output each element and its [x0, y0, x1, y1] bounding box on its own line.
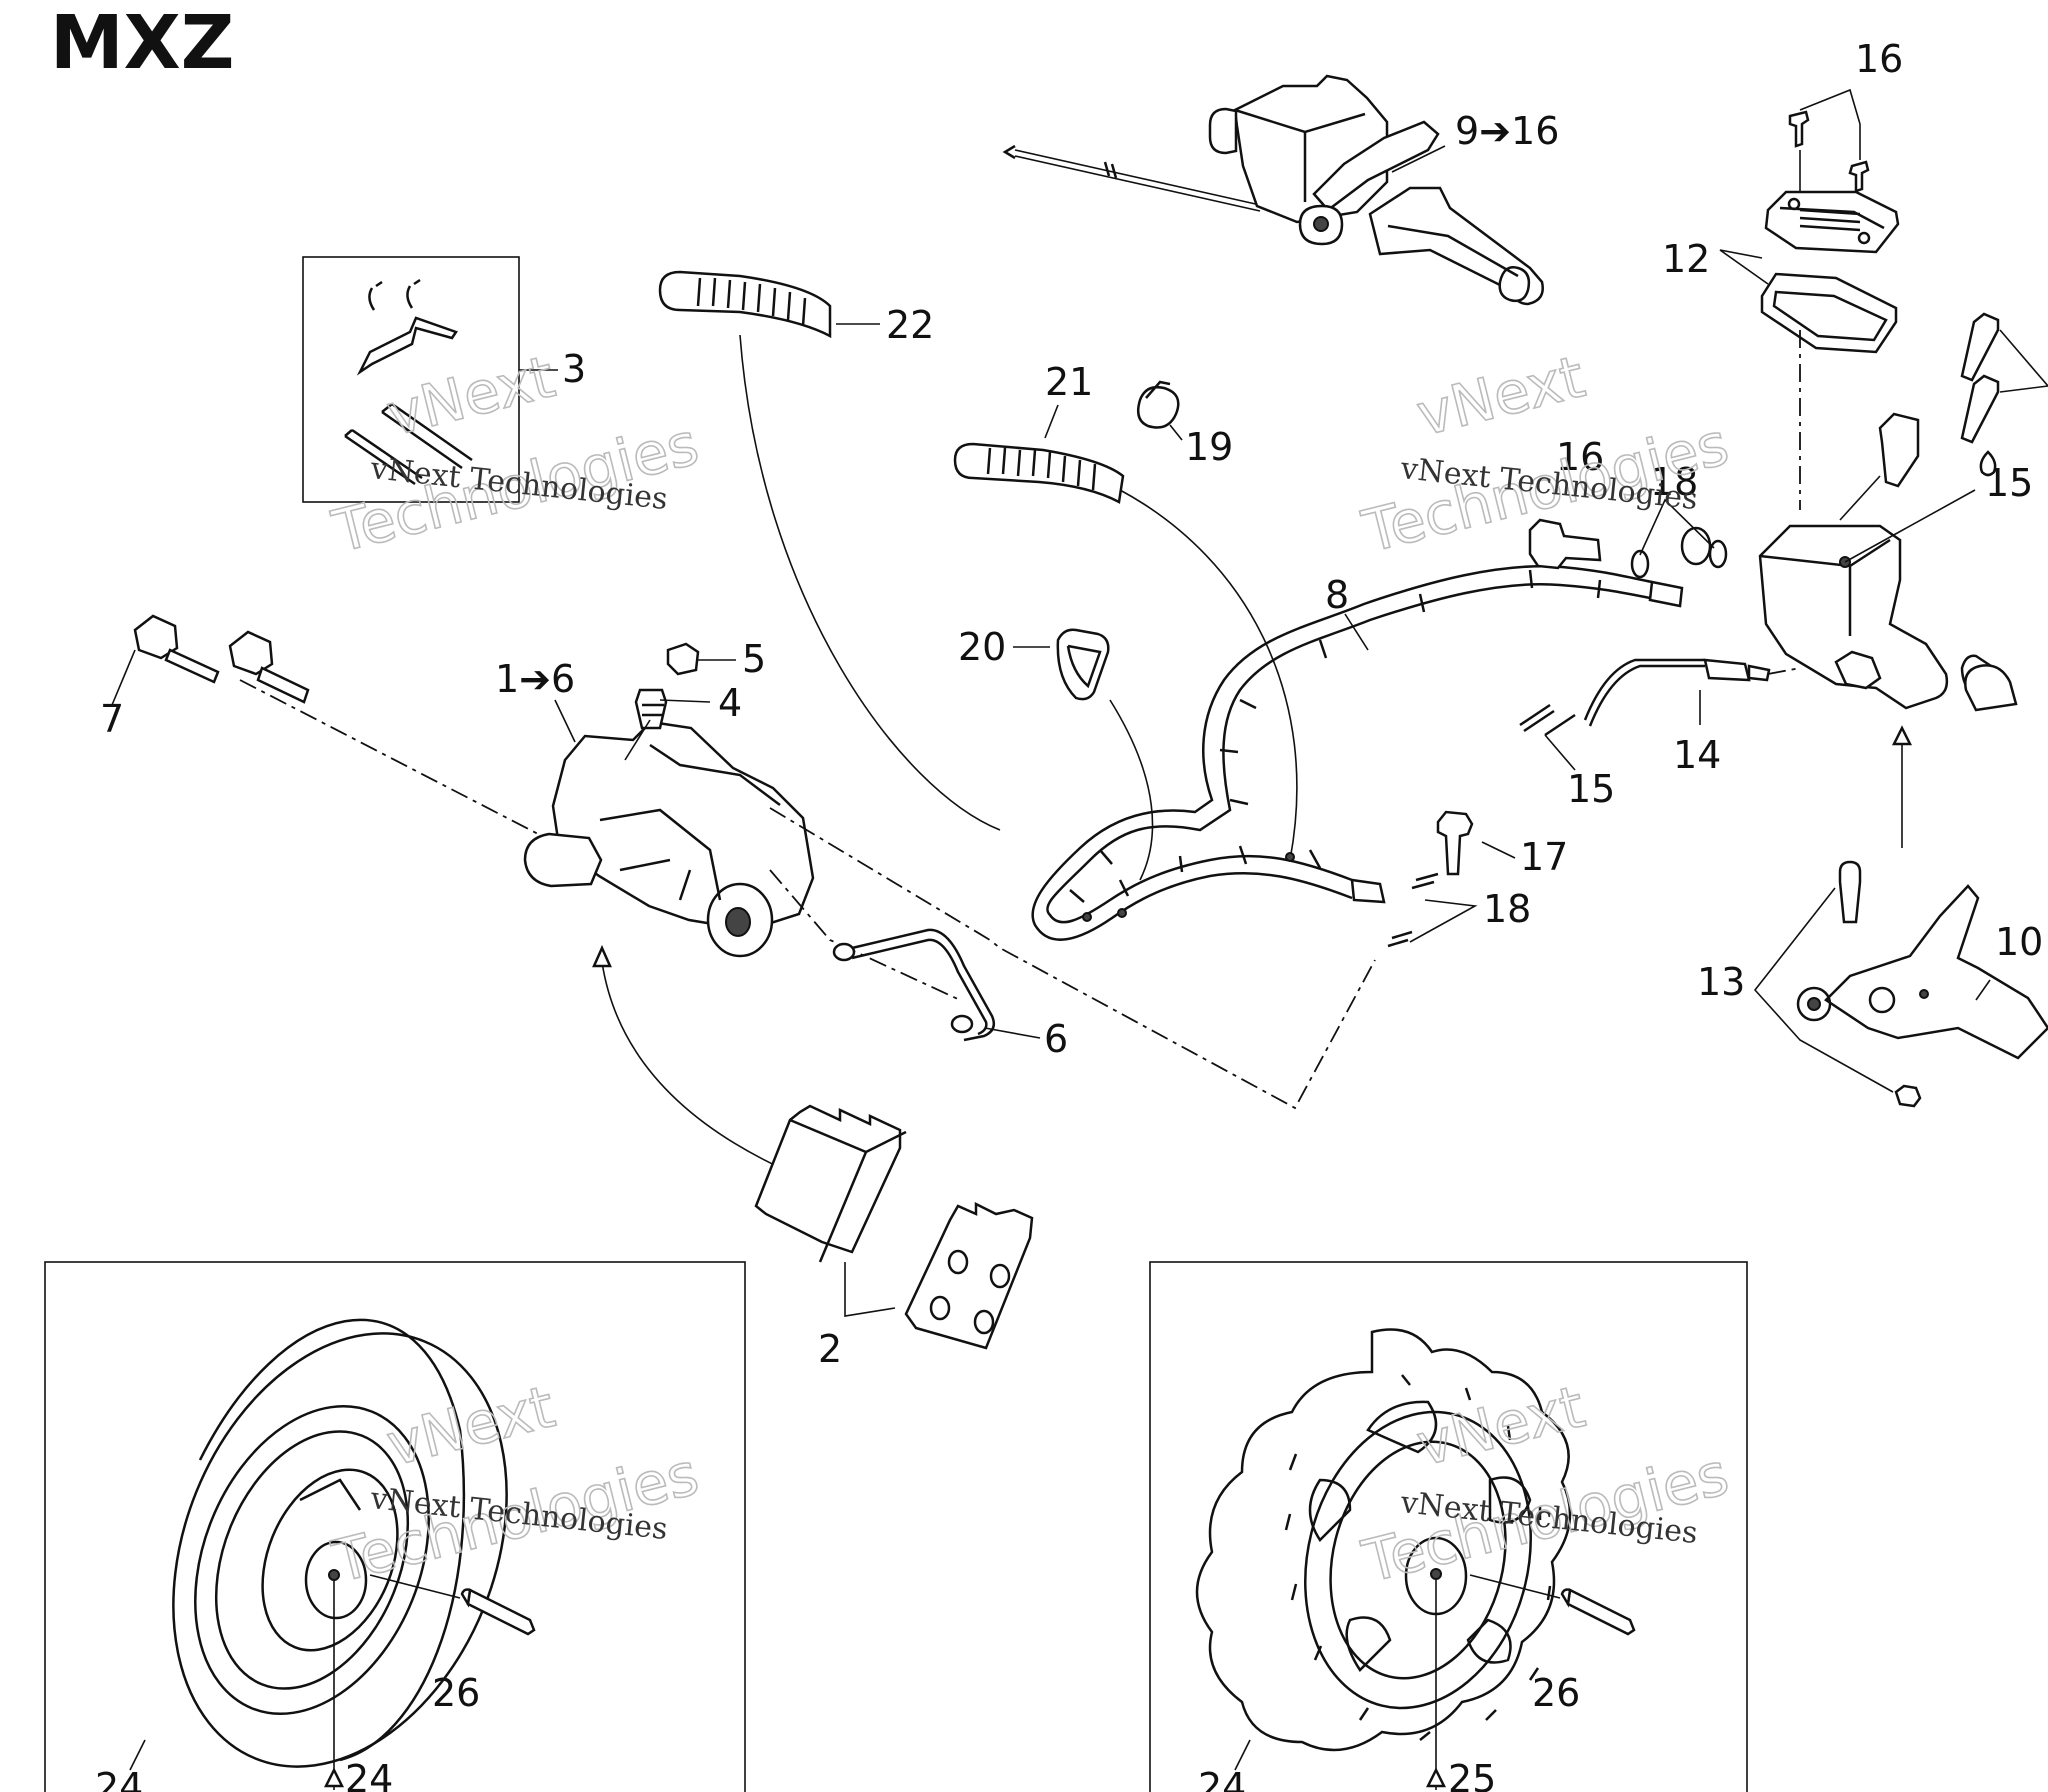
arrow-25-left — [323, 1767, 345, 1788]
pin-26-left — [460, 1588, 536, 1636]
brake-pad-left — [754, 1104, 907, 1263]
handlebar-clamp — [1878, 412, 1920, 488]
disc-box-left — [44, 1261, 746, 1792]
brake-hose-8 — [1031, 565, 1684, 941]
brake-caliper — [523, 720, 815, 958]
callout-7: 7 — [100, 697, 124, 741]
callout-18a: 16 — [1556, 435, 1604, 479]
protective-sleeve-21 — [953, 442, 1125, 504]
callout-9-16: 9➔16 — [1455, 109, 1559, 153]
callout-26b: 26 — [1532, 1671, 1580, 1715]
callout-20: 20 — [958, 625, 1006, 669]
watermark-left-top: vNext Technologies — [325, 342, 706, 567]
pivot-bolt-13 — [1838, 860, 1922, 1108]
protective-sleeve-22 — [658, 270, 832, 339]
brake-lever — [1796, 884, 2048, 1060]
clip-20 — [1056, 628, 1110, 701]
callout-22: 22 — [886, 303, 934, 347]
callout-23b: 18 — [1483, 887, 1531, 931]
banjo-bolt-lower — [1436, 810, 1474, 876]
disc-box-right — [1149, 1261, 1748, 1792]
watermark-left-bottom: vNext Technologies — [325, 1372, 706, 1597]
washer-23-lower — [1387, 872, 1439, 948]
hardware-kit-parts — [344, 278, 473, 486]
master-cylinder-body — [1758, 524, 2012, 710]
callout-14: 14 — [1673, 733, 1721, 777]
callout-8: 8 — [1325, 573, 1349, 617]
callout-23a: 18 — [1650, 460, 1698, 504]
svg-text:vNext: vNext — [380, 342, 561, 449]
brake-light-switch — [1583, 658, 1771, 727]
callout-15: 15 — [1567, 767, 1615, 811]
bolt-7 — [133, 614, 310, 704]
callout-24a: 24 — [95, 1765, 143, 1792]
bleeder-cap-5 — [666, 642, 700, 676]
callout-12: 12 — [1662, 237, 1710, 281]
callout-26a: 26 — [432, 1671, 480, 1715]
master-cylinder-assembly — [1002, 74, 1544, 306]
callout-25b: 25 — [1448, 1757, 1496, 1792]
reservoir-cover — [1764, 190, 1900, 254]
svg-text:vNext: vNext — [1410, 342, 1591, 449]
diagram-title: MXZ — [50, 0, 234, 86]
brake-pad-right — [904, 1201, 1034, 1350]
clamp-19 — [1137, 380, 1180, 429]
callout-13: 13 — [1697, 960, 1745, 1004]
callout-5: 5 — [742, 637, 766, 681]
bleeder-valve-4 — [634, 688, 668, 730]
svg-text:vNext: vNext — [380, 1372, 561, 1479]
fluid-drop-icon — [1979, 450, 1997, 477]
callout-3: 3 — [562, 347, 586, 391]
brake-disc-solid — [172, 1318, 508, 1768]
callout-4: 4 — [718, 681, 742, 725]
callout-24b: 24 — [1198, 1765, 1246, 1792]
pad-spring-6 — [832, 928, 995, 1042]
diaphragm — [1760, 272, 1898, 354]
screw-16 — [1788, 110, 1870, 193]
pin-26-right — [1560, 1588, 1636, 1636]
hardware-kit-box — [302, 256, 520, 503]
dust-boot — [1964, 664, 2018, 712]
callout-10: 10 — [1995, 920, 2043, 964]
callout-19: 19 — [1185, 425, 1233, 469]
banjo-bolt-upper — [1528, 518, 1602, 570]
watermark-right-bottom: vNext Technologies — [1355, 1372, 1736, 1597]
callout-16: 16 — [1855, 37, 1903, 81]
brake-disc-wavy — [1195, 1328, 1572, 1752]
arrow-25-right — [1425, 1767, 1447, 1788]
callout-18b: 17 — [1520, 835, 1568, 879]
clamp-bolts — [1960, 312, 2000, 444]
svg-text:vNext: vNext — [1410, 1372, 1591, 1479]
callout-25a: 24 — [345, 1757, 393, 1792]
wire-connectors — [1519, 703, 1576, 737]
callout-1-6: 1➔6 — [495, 657, 575, 701]
callout-2: 2 — [818, 1327, 842, 1371]
callout-21: 21 — [1045, 360, 1093, 404]
callout-6: 6 — [1044, 1017, 1068, 1061]
washer-23-upper — [1630, 526, 1728, 579]
